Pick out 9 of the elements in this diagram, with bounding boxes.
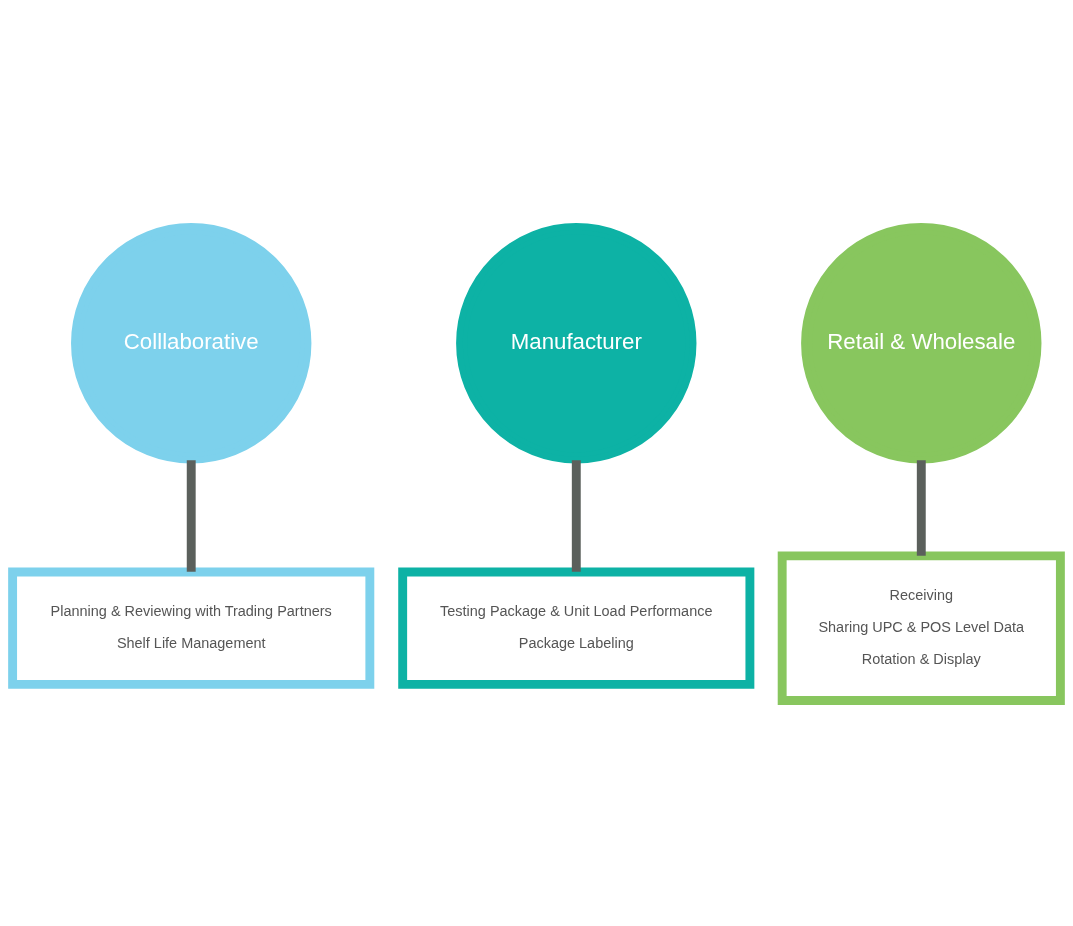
node-circle: Manufacturer	[456, 222, 697, 463]
connector	[916, 459, 926, 556]
node-box: Planning & Reviewing with Trading Partners Shelf Life Management	[8, 567, 375, 689]
node-box: Receiving Sharing UPC & POS Level Data Rotation & Display	[777, 550, 1065, 705]
node-circle: Colllaborative	[71, 222, 312, 463]
connector	[186, 459, 196, 572]
connector	[571, 459, 581, 572]
node-box: Testing Package & Unit Load Performance Package Labeling	[398, 567, 755, 689]
node-circle: Retail & Wholesale	[801, 222, 1042, 463]
